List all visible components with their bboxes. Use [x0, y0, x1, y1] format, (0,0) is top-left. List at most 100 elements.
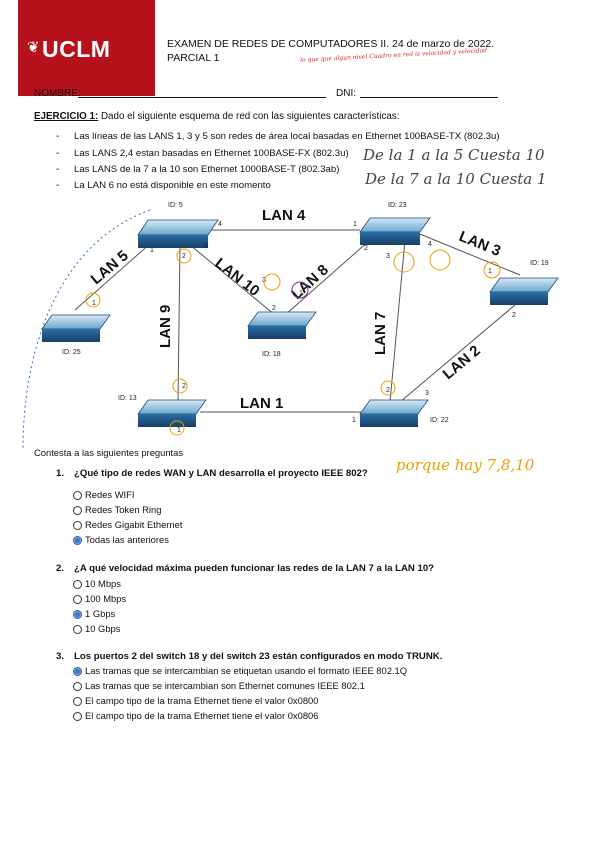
- option-label: 10 Gbps: [85, 623, 121, 634]
- links: [74, 229, 521, 413]
- bullet-dash: -: [56, 148, 60, 159]
- option-label: 10 Mbps: [85, 578, 121, 589]
- crest-icon: ❦: [27, 39, 40, 56]
- bullet-dash: -: [56, 180, 60, 191]
- lan-label: LAN 5: [88, 247, 132, 288]
- annotation-circle: [85, 292, 101, 308]
- port-label: 1: [299, 290, 303, 297]
- logo-text: UCLM: [42, 36, 111, 62]
- annotation-circle: [393, 251, 415, 273]
- port-label: 3: [386, 253, 390, 260]
- handwritten-note-1: De la 1 a la 5 Cuesta 10: [363, 146, 545, 164]
- port-label: 2: [386, 387, 390, 394]
- option-label: Las tramas que se intercambian se etique…: [85, 665, 408, 676]
- link-lan9: [177, 244, 181, 403]
- handwritten-note-2: De la 7 a la 10 Cuesta 1: [365, 170, 547, 188]
- bullet-lan-6: La LAN 6 no está disponible en este mome…: [74, 180, 271, 191]
- radio-option[interactable]: [73, 595, 82, 604]
- link-lan3: [409, 229, 521, 276]
- nombre-label: NOMBRE:: [34, 88, 81, 99]
- annotation-circle: [176, 248, 192, 264]
- port-label: 3: [204, 243, 208, 250]
- question-number: 3.: [56, 651, 65, 662]
- question-text: ¿A qué velocidad máxima pueden funcionar…: [74, 563, 435, 574]
- switch-23: ID: 23: [359, 202, 431, 245]
- bullet-dash: -: [56, 131, 60, 142]
- switch-25: ID: 25: [41, 314, 111, 356]
- port-label: 4: [428, 241, 432, 248]
- link-lan2: [399, 304, 516, 403]
- link-lan10: [189, 244, 276, 316]
- link-lan8: [284, 239, 371, 316]
- option-label: El campo tipo de la trama Ethernet tiene…: [85, 710, 319, 721]
- port-label: 1: [353, 221, 357, 228]
- port-label: 1: [488, 268, 492, 275]
- switch-id: ID: 22: [430, 417, 449, 424]
- radio-option-selected[interactable]: [73, 536, 82, 545]
- dni-field[interactable]: [360, 97, 498, 98]
- annotation-circle: [429, 249, 451, 271]
- radio-option-selected[interactable]: [73, 610, 82, 619]
- lan-label: LAN 7: [372, 312, 389, 355]
- exercise-intro: Dado el siguiente esquema de red con las…: [100, 111, 400, 122]
- lan-label: LAN 3: [457, 228, 504, 260]
- exam-title: EXAMEN DE REDES DE COMPUTADORES II. 24 d…: [167, 38, 495, 50]
- lan-label: LAN 9: [157, 305, 174, 348]
- port-label: 1: [92, 300, 96, 307]
- link-lan7: [389, 239, 406, 403]
- annotation-circle: [169, 420, 185, 436]
- radio-option[interactable]: [73, 521, 82, 530]
- option-label: Las tramas que se intercambian son Ether…: [85, 680, 365, 691]
- annotation-circle: [380, 380, 396, 396]
- switch-19: ID: 19: [489, 260, 559, 305]
- switch-id: ID: 19: [530, 260, 549, 267]
- switch-18: ID: 18: [247, 311, 317, 358]
- radio-option-selected[interactable]: [73, 667, 82, 676]
- questions-intro: Contesta a las siguientes preguntas: [34, 447, 184, 458]
- switch-id: ID: 25: [62, 349, 81, 356]
- annotation-circle: [263, 273, 281, 291]
- partial-label: PARCIAL 1: [167, 52, 220, 64]
- option-label: El campo tipo de la trama Ethernet tiene…: [85, 695, 319, 706]
- radio-option[interactable]: [73, 580, 82, 589]
- switch-id: ID: 5: [168, 202, 183, 209]
- annotation-circle: [291, 281, 309, 299]
- lan-label: LAN 4: [262, 207, 306, 224]
- radio-option[interactable]: [73, 682, 82, 691]
- radio-option[interactable]: [73, 506, 82, 515]
- switch-13: ID: 13: [118, 395, 207, 427]
- switch-5: ID: 5: [137, 202, 219, 248]
- option-label: 1 Gbps: [85, 608, 116, 619]
- port-label: 3: [425, 390, 429, 397]
- question-number: 2.: [56, 563, 65, 574]
- option-label: 100 Mbps: [85, 593, 127, 604]
- port-label: 2: [182, 383, 186, 390]
- port-label: 1: [352, 417, 356, 424]
- option-label: Redes Token Ring: [85, 504, 162, 515]
- port-label: 2: [512, 312, 516, 319]
- switch-22: ID: 22: [359, 399, 449, 427]
- nombre-field[interactable]: [78, 97, 326, 98]
- annotation-circle: [483, 261, 501, 279]
- radio-option[interactable]: [73, 712, 82, 721]
- switch-id: ID: 18: [262, 351, 281, 358]
- radio-option[interactable]: [73, 491, 82, 500]
- port-label: 2: [182, 253, 186, 260]
- port-label: 2: [272, 305, 276, 312]
- annotation-circle: [172, 378, 188, 394]
- question-text: ¿Qué tipo de redes WAN y LAN desarrolla …: [74, 468, 368, 479]
- option-label: Redes WIFI: [85, 489, 135, 500]
- question-text: Los puertos 2 del switch 18 y del switch…: [74, 651, 443, 662]
- dni-label: DNI:: [336, 88, 356, 99]
- radio-option[interactable]: [73, 625, 82, 634]
- option-label: Todas las anteriores: [85, 534, 169, 545]
- port-label: 2: [364, 245, 368, 252]
- radio-option[interactable]: [73, 697, 82, 706]
- uclm-logo: [18, 0, 155, 96]
- bullet-lans-1-3-5: Las líneas de las LANS 1, 3 y 5 son rede…: [74, 131, 500, 142]
- lan-label: LAN 1: [240, 395, 283, 412]
- port-label: 4: [218, 221, 222, 228]
- option-label: Redes Gigabit Ethernet: [85, 519, 183, 530]
- switch-id: ID: 23: [388, 202, 407, 209]
- port-label: 1: [150, 247, 154, 254]
